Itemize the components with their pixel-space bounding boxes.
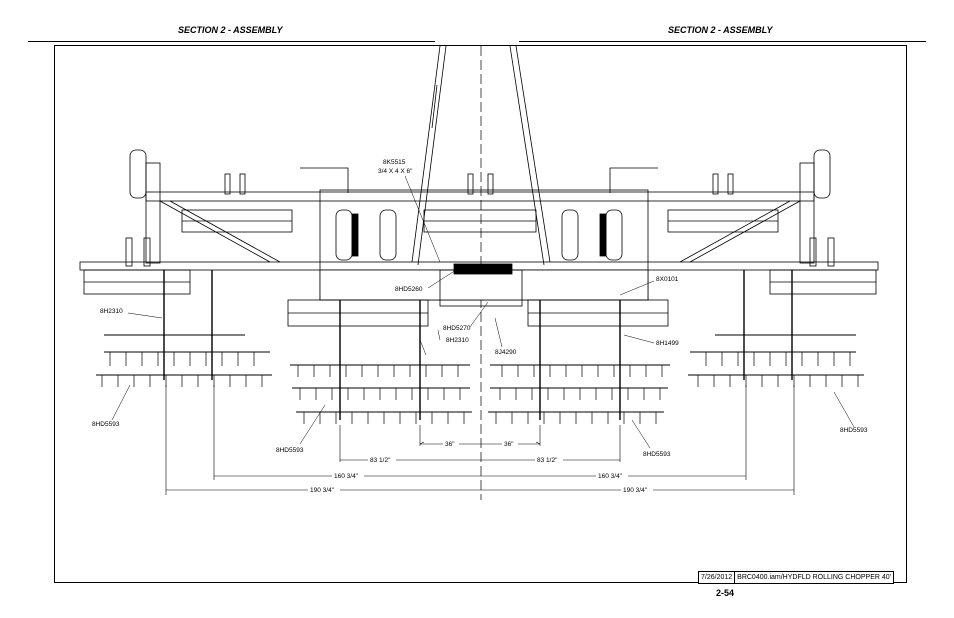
dim-190-left: 190 3/4" xyxy=(310,487,335,494)
drawing-frame xyxy=(54,45,907,583)
main-frame xyxy=(79,162,879,307)
gauge-wheels xyxy=(129,149,831,199)
wing-reels xyxy=(83,269,877,295)
dim-190-right: 190 3/4" xyxy=(623,487,648,494)
callout-8k5515: 8K5515 xyxy=(383,159,406,166)
callout-8hd5270: 8HD5270 xyxy=(443,325,471,332)
dim-160-right: 160 3/4" xyxy=(598,473,623,480)
page-number: 2-54 xyxy=(716,588,735,598)
mid-reels xyxy=(287,299,669,327)
callout-8x0101: 8X0101 xyxy=(656,276,679,283)
callout-8hd5593-inner-right: 8HD5593 xyxy=(643,451,671,458)
callout-8k5515-spec: 3/4 X 4 X 6" xyxy=(378,168,413,175)
dim-36-right: 36" xyxy=(504,441,514,448)
title-block: 7/26/2012 BRC0400.iam/HYDFLD ROLLING CHO… xyxy=(698,571,894,584)
callout-8j4290: 8J4290 xyxy=(495,349,517,356)
callout-8h2310-left: 8H2310 xyxy=(100,308,123,315)
callout-8hd5260: 8HD5260 xyxy=(395,286,423,293)
hydraulic-cylinders xyxy=(125,173,835,267)
dim-83-right: 83 1/2" xyxy=(537,457,558,464)
leader-lines xyxy=(111,175,855,449)
drop-arms xyxy=(163,270,793,420)
dim-83-left: 83 1/2" xyxy=(370,457,391,464)
dim-160-left: 160 3/4" xyxy=(334,473,359,480)
dimension-lines xyxy=(165,385,795,495)
upper-reels xyxy=(181,209,779,233)
callout-8h2310-center: 8H2310 xyxy=(446,337,469,344)
callout-8hd5593-inner-left: 8HD5593 xyxy=(276,447,304,454)
section-title-right: SECTION 2 - ASSEMBLY xyxy=(668,25,773,35)
section-title-left: SECTION 2 - ASSEMBLY xyxy=(178,25,283,35)
callout-8hd5593-far-left: 8HD5593 xyxy=(92,421,120,428)
title-block-file: BRC0400.iam/HYDFLD ROLLING CHOPPER 40' xyxy=(737,574,891,581)
center-tires xyxy=(335,209,623,261)
callout-8h1499: 8H1499 xyxy=(656,340,679,347)
callout-8hd5593-far-right: 8HD5593 xyxy=(840,427,868,434)
title-block-date: 7/26/2012 xyxy=(699,572,736,583)
dim-36-left: 36" xyxy=(445,441,455,448)
header-rule-right xyxy=(519,41,926,42)
harrow-tines xyxy=(101,352,859,424)
dimension-labels: 36" 36" 83 1/2" 83 1/2" 160 3/4" 160 3/4… xyxy=(308,440,653,494)
harrow-bars xyxy=(96,334,864,413)
header-rule-left xyxy=(28,41,435,42)
hitch-tongue xyxy=(411,45,551,266)
